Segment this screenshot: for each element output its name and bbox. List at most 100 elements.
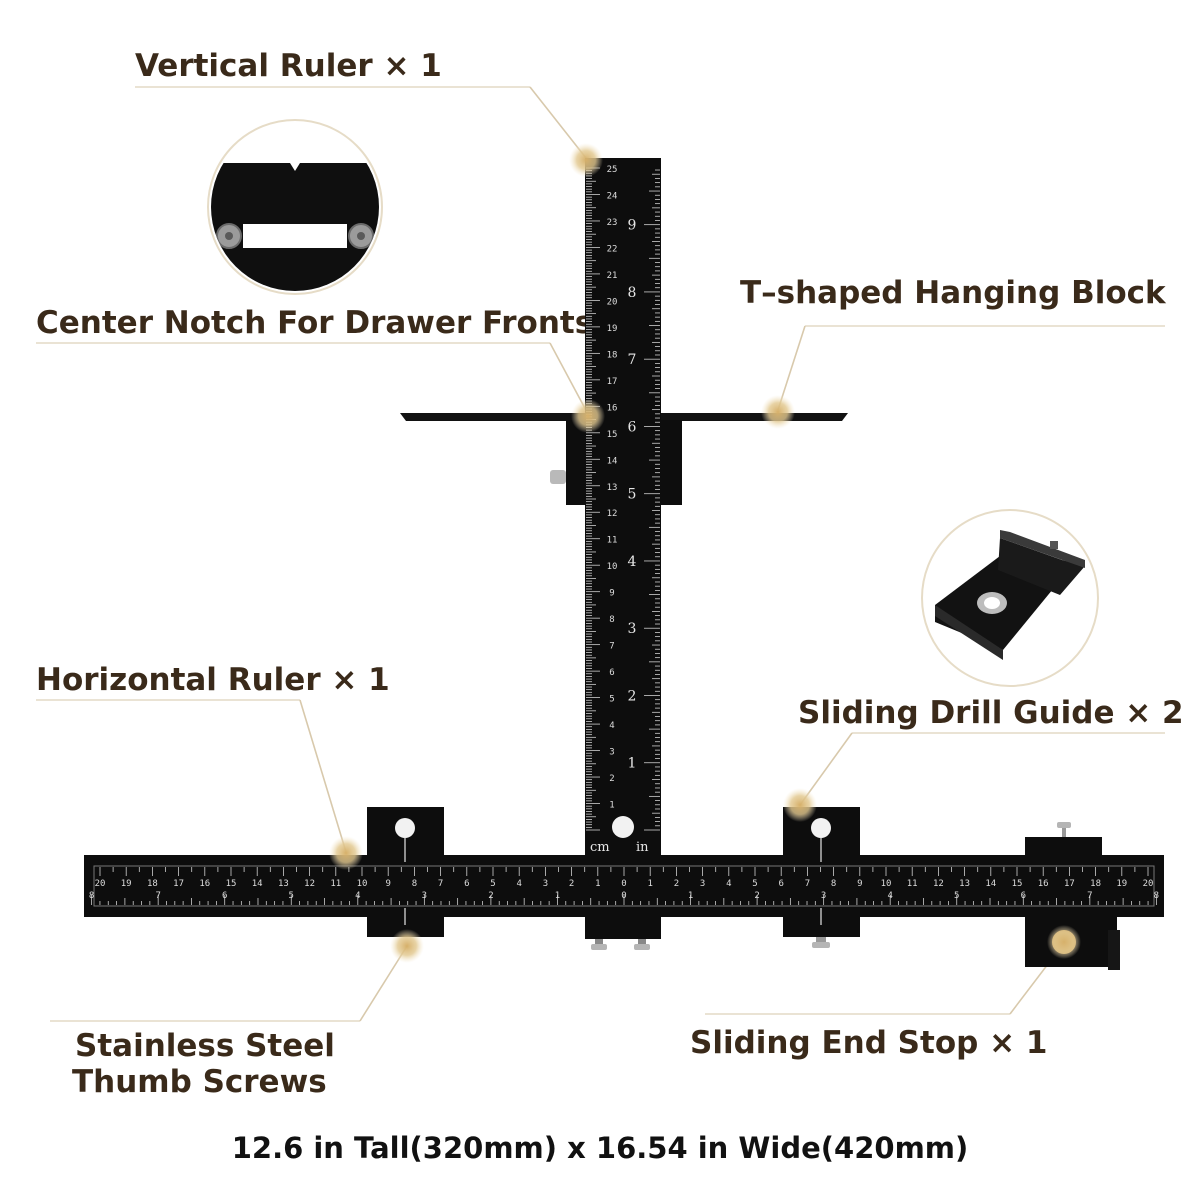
h-in-label: 6 (1021, 891, 1026, 901)
h-in-label: 6 (222, 891, 227, 901)
h-cm-label: 20 (1143, 879, 1154, 889)
sliding-drill-guide-left[interactable] (367, 807, 444, 937)
v-cm-label: 7 (609, 642, 614, 652)
h-cm-label: 8 (831, 879, 836, 889)
marker-dots (329, 143, 1081, 963)
v-cm-label: 21 (607, 271, 618, 281)
h-cm-label: 13 (278, 879, 289, 889)
cm-unit-label: cm (590, 840, 610, 855)
h-cm-label: 3 (543, 879, 548, 889)
label-horizontal-ruler: Horizontal Ruler × 1 (36, 662, 390, 853)
v-in-label: 6 (628, 419, 637, 435)
h-cm-label: 9 (385, 879, 390, 889)
v-in-label: 8 (628, 285, 637, 301)
v-cm-label: 22 (607, 244, 618, 254)
v-cm-label: 6 (609, 668, 614, 678)
v-cm-label: 5 (609, 695, 614, 705)
h-cm-label: 13 (959, 879, 970, 889)
label-end-stop: Sliding End Stop × 1 (690, 942, 1065, 1061)
h-cm-label: 1 (595, 879, 600, 889)
h-cm-label: 10 (881, 879, 892, 889)
h-cm-label: 16 (199, 879, 210, 889)
h-cm-label: 10 (357, 879, 368, 889)
label-horizontal-ruler-text: Horizontal Ruler × 1 (36, 662, 390, 698)
label-vertical-ruler-text: Vertical Ruler × 1 (135, 48, 442, 84)
label-center-notch-text: Center Notch For Drawer Fronts (36, 305, 593, 341)
h-in-label: 4 (887, 891, 892, 901)
v-cm-label: 17 (607, 377, 618, 387)
center-thumb-screw-left[interactable] (591, 944, 607, 950)
v-cm-label: 10 (607, 562, 618, 572)
v-in-label: 4 (628, 554, 637, 570)
v-in-label: 7 (628, 352, 637, 368)
h-cm-label: 11 (907, 879, 918, 889)
v-cm-label: 2 (609, 774, 614, 784)
v-cm-label: 1 (609, 801, 614, 811)
label-t-block-text: T–shaped Hanging Block (740, 275, 1167, 311)
h-cm-label: 15 (226, 879, 237, 889)
h-cm-label: 15 (1012, 879, 1023, 889)
h-cm-label: 12 (304, 879, 315, 889)
h-in-label: 1 (688, 891, 693, 901)
label-t-block: T–shaped Hanging Block (740, 275, 1167, 411)
h-cm-label: 17 (1064, 879, 1075, 889)
h-cm-label: 0 (621, 879, 626, 889)
h-cm-label: 1 (647, 879, 652, 889)
h-cm-label: 9 (857, 879, 862, 889)
h-in-label: 3 (422, 891, 427, 901)
h-cm-label: 19 (121, 879, 132, 889)
center-clamp (585, 917, 661, 950)
v-cm-label: 12 (607, 509, 618, 519)
label-thumb-screws: Stainless Steel Thumb Screws (50, 945, 408, 1100)
label-sliding-drill-guide-text: Sliding Drill Guide × 2 (798, 695, 1184, 731)
drill-guide-inset (921, 509, 1099, 687)
h-cm-label: 4 (726, 879, 731, 889)
center-notch-inset (207, 119, 383, 295)
h-cm-label: 6 (778, 879, 783, 889)
h-in-label: 1 (555, 891, 560, 901)
h-cm-label: 5 (752, 879, 757, 889)
h-cm-label: 12 (933, 879, 944, 889)
v-cm-label: 13 (607, 483, 618, 493)
label-thumb-screws-line2: Thumb Screws (72, 1064, 327, 1100)
label-sliding-drill-guide: Sliding Drill Guide × 2 (798, 695, 1184, 806)
v-cm-label: 14 (607, 456, 618, 466)
v-in-label: 2 (628, 688, 637, 704)
h-cm-label: 2 (674, 879, 679, 889)
vertical-ruler: 1234567891011121314151617181920212223242… (585, 158, 661, 858)
v-cm-label: 9 (609, 589, 614, 599)
h-in-label: 8 (1154, 891, 1159, 901)
h-cm-label: 20 (95, 879, 106, 889)
h-cm-label: 4 (516, 879, 521, 889)
h-cm-label: 18 (1090, 879, 1101, 889)
in-unit-label: in (636, 840, 649, 855)
v-cm-label: 18 (607, 350, 618, 360)
v-in-label: 1 (628, 756, 637, 772)
h-in-label: 8 (89, 891, 94, 901)
h-in-label: 7 (155, 891, 160, 901)
h-in-label: 0 (621, 891, 626, 901)
h-cm-label: 14 (252, 879, 263, 889)
v-in-label: 5 (628, 487, 637, 503)
h-cm-label: 17 (173, 879, 184, 889)
v-in-label: 9 (628, 218, 637, 234)
v-cm-label: 3 (609, 748, 614, 758)
h-in-label: 4 (355, 891, 360, 901)
center-thumb-screw-right[interactable] (634, 944, 650, 950)
v-cm-label: 8 (609, 615, 614, 625)
h-cm-label: 18 (147, 879, 158, 889)
side-thumb-screw[interactable] (550, 470, 566, 484)
h-in-label: 7 (1087, 891, 1092, 901)
v-cm-label: 15 (607, 430, 618, 440)
h-in-label: 2 (754, 891, 759, 901)
v-cm-label: 20 (607, 297, 618, 307)
v-cm-label: 25 (607, 165, 618, 175)
label-vertical-ruler: Vertical Ruler × 1 (135, 48, 587, 159)
v-cm-label: 4 (609, 721, 614, 731)
h-cm-label: 6 (464, 879, 469, 889)
h-cm-label: 16 (1038, 879, 1049, 889)
vertical-ruler-ticks: 1234567891011121314151617181920212223242… (586, 165, 660, 831)
